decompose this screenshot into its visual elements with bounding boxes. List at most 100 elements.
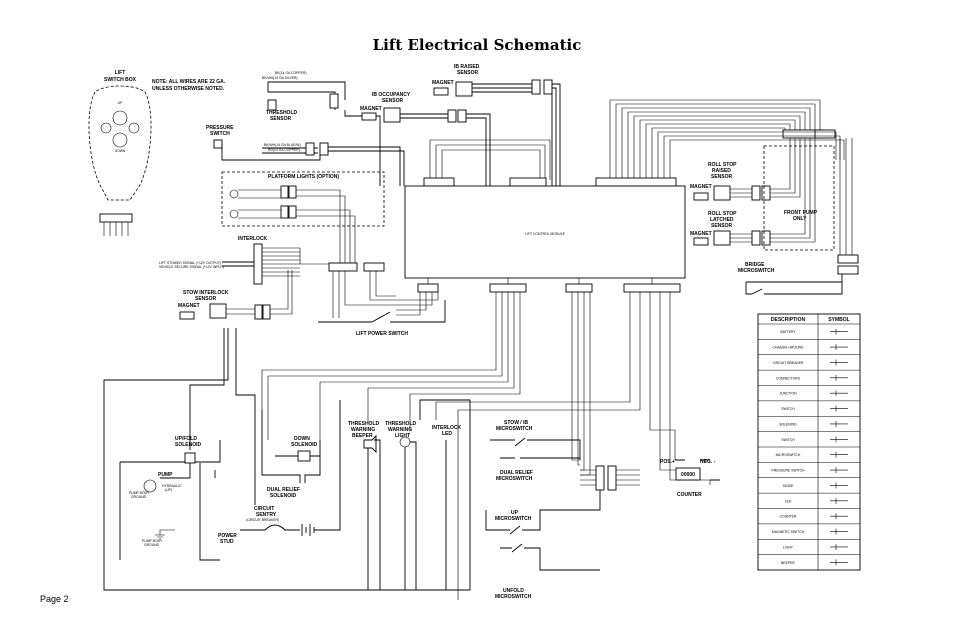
switch-up-text: UP [118,101,123,105]
interlock-label: INTERLOCK [238,236,268,242]
switch-box-outline [88,85,152,201]
switch-down-text: DOWN [115,149,126,153]
connector-j11 [328,262,358,272]
ib-raised-sensor-icon [455,81,473,97]
legend-row-label: MICROSWITCH [776,453,801,457]
ib-occupancy-label-2: SENSOR [382,98,404,104]
connector-j8 [531,79,541,95]
dual-relief-ms-label-2: MICROSWITCH [496,476,533,482]
switch-down-button [112,132,128,148]
hydraulic-label-1: HYDRAULIC [162,484,182,488]
connector-j20 [457,109,467,123]
lift-switch-box: LIFT SWITCH BOX UP DOWN [88,70,152,236]
legend-row-symbol [830,467,848,474]
connector-p16 [623,283,681,293]
platform-light-1-icon [229,189,239,199]
stow-ib-label-1: STOW / IB [504,420,528,426]
up-fold-label-1: UP/FOLD [175,436,197,442]
vehicle-secure-note: VEHICLE SECURE SIGNAL (+12V INPUT) [159,265,224,269]
interlock-led-label-2: LED [442,431,452,437]
threshold-sensor-label-2: SENSOR [270,116,292,122]
ib-occupancy-label-1: IB OCCUPANCY [372,92,411,98]
legend-row-symbol [830,436,848,443]
down-solenoid-label-1: DOWN [294,436,310,442]
note-line-2: UNLESS OTHERWISE NOTED. [152,86,225,92]
ib-raised-magnet-label: MAGNET [432,80,454,86]
connector-j24 [837,254,859,264]
up-fold-label-2: SOLENOID [175,442,202,448]
stow-interlock-sensor: STOW INTERLOCK SENSOR MAGNET [178,270,293,320]
connector-p10 [489,283,527,293]
legend-row-symbol [830,513,848,520]
switch-left-button [100,122,112,134]
light-label-1: THRESHOLD [385,421,417,427]
up-fold-solenoid-symbol [184,452,196,464]
legend-row-label: SWITCH [781,407,795,411]
platform-lights-label: PLATFORM LIGHTS (OPTION) [268,174,339,180]
legend-row-symbol [830,559,848,566]
roll-stop-raised-label-3: SENSOR [711,174,733,180]
switch-box-connector [99,213,133,223]
roll-stop-raised-magnet-icon [693,192,709,201]
note-line-1: NOTE: ALL WIRES ARE 22 GA. [152,79,226,85]
microswitches-bottom: UP MICROSWITCH UNFOLD MICROSWITCH [485,490,601,600]
legend-row-symbol [830,420,848,427]
ib-raised-label-1: IB RAISED [454,64,480,70]
unfold-ms-label-1: UNFOLD [503,588,524,594]
connector-p9 [417,283,439,293]
stow-interlock-sensor-icon [209,303,227,319]
counter: POS.+ NEG. - 00000 COUNTER [660,459,720,498]
lift-control-module: LIFT CONTROL MODULE [396,185,686,316]
unfold-ms-label-2: MICROSWITCH [495,594,532,600]
lift-power-switch: LIFT POWER SWITCH [318,300,446,337]
circuit-sentry-label-1: CIRCUIT [254,506,274,512]
switch-up-button [112,110,128,126]
counter-label: COUNTER [677,492,702,498]
pump-body-ground-label-1: PUMP BODY [129,491,150,495]
roll-stop-raised-label-1: ROLL STOP [708,162,737,168]
microswitches-top: STOW / IB MICROSWITCH DUAL RELIEF MICROS… [490,420,640,491]
front-pump-label-1: FRONT PUMP [784,210,818,216]
connector-j19 [607,465,617,491]
connector-p12 [423,177,455,187]
legend-row-label: LED [785,499,792,503]
circuit-sentry-label-3: (CIRCUIT BREAKER) [246,518,279,522]
pump-body-ground-label-3: PUMP BODY [142,539,163,543]
counter-pos-label: POS.+ [660,459,675,465]
connector-p3 [305,142,315,156]
platform-light-2-icon [229,209,239,219]
switch-right-button [128,122,140,134]
lift-control-module-label: LIFT CONTROL MODULE [525,232,565,236]
front-pump-only-box [763,145,835,251]
legend-row-label: SOLENOID [779,422,797,426]
connector-p24 [837,265,859,275]
connector-p11 [565,283,593,293]
legend-row-label: JUNCTION [779,392,797,396]
legend-row-symbol [830,390,848,397]
legend-row-label: CIRCUIT BREAKER [773,361,804,365]
stow-interlock-magnet-icon [179,311,195,320]
chassis-ground-icon [155,529,175,540]
switch-box-label-1: LIFT [115,70,126,76]
beeper-label-1: THRESHOLD [348,421,380,427]
down-solenoid-symbol [297,450,311,462]
pressure-switch-label-1: PRESSURE [206,125,234,131]
counter-neg-label: NEG. - [700,459,716,465]
connector-p19 [595,465,605,491]
wire-note-bkwh-blue: BK/WH(14 GA BLUE/W) [264,143,301,147]
legend-row-label: PRESSURE SWITCH [772,469,806,473]
battery-and-breaker [240,400,341,536]
light-label-3: LIGHT [395,433,410,439]
stow-ib-label-2: MICROSWITCH [496,426,533,432]
legend-row-label: DIODE [783,484,794,488]
connector-p13 [509,177,547,187]
up-ms-label-2: MICROSWITCH [495,516,532,522]
up-fold-solenoid-pump: UP/FOLD SOLENOID PUMP HYDRAULIC (UP) PUM… [119,436,221,561]
roll-stop-raised-label-2: RAISED [712,168,731,174]
beeper-label-3: BEEPER [352,433,373,439]
legend-row-symbol [830,328,848,335]
connector-j22 [761,185,771,201]
lift-stowed-note: LIFT STOWED SIGNAL (+12V OUTPUT) [159,261,221,265]
connector-p14 [595,177,677,187]
